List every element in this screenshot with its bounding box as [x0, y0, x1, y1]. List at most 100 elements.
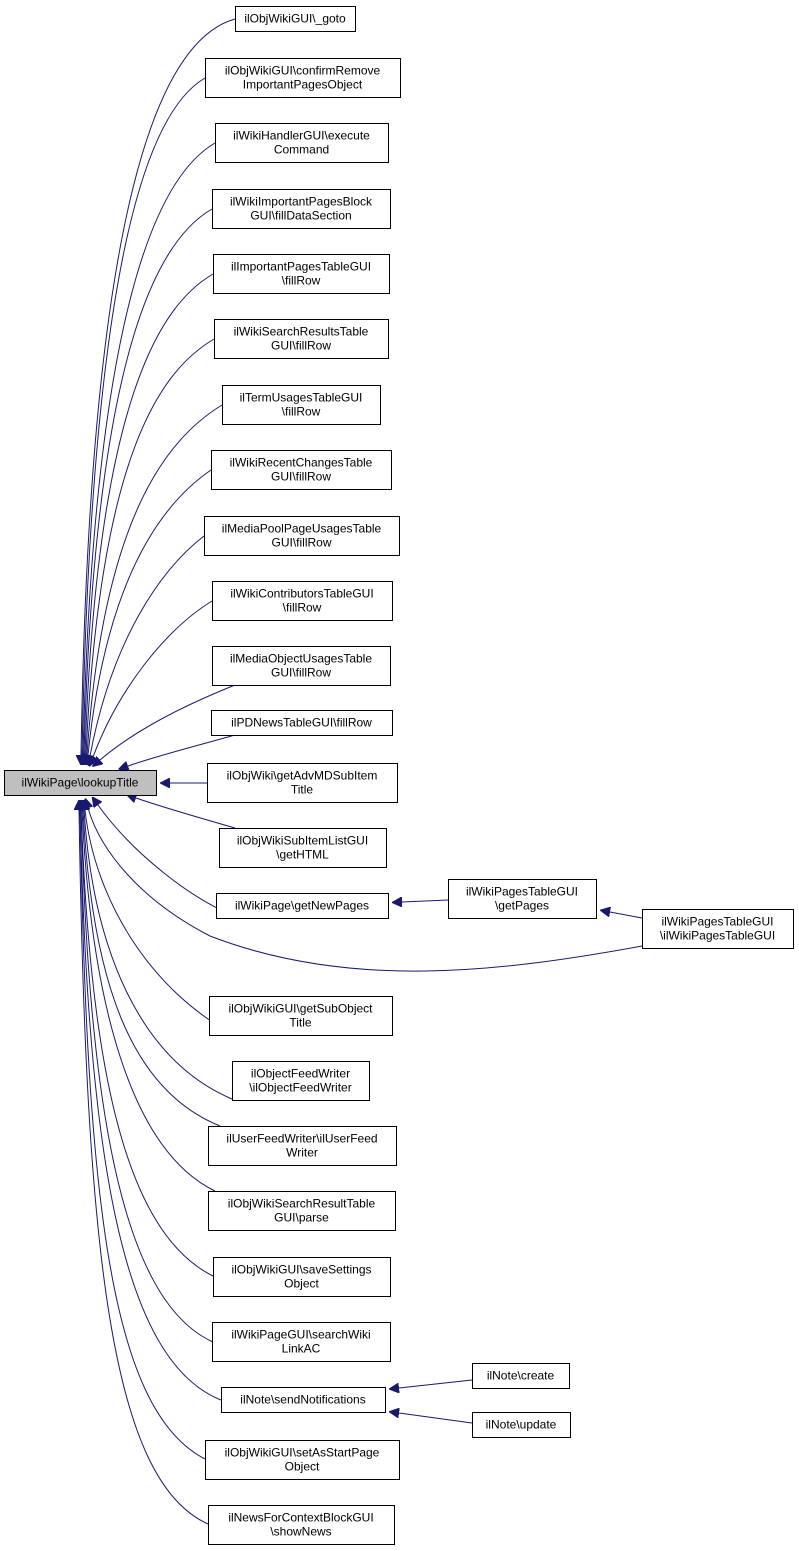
- node-box: [211, 710, 393, 736]
- edge-contributors-to-root: [93, 600, 213, 757]
- node-label: ilImportantPagesTableGUI: [231, 260, 371, 274]
- node-label: GUI\fillRow: [271, 470, 331, 484]
- node-sendNotifications[interactable]: ilNote\sendNotifications: [221, 1387, 386, 1413]
- node-label: ilNote\update: [486, 1418, 557, 1432]
- node-box: [204, 516, 400, 556]
- node-label: ilObjWikiGUI\saveSettings: [231, 1263, 371, 1277]
- node-label: \fillRow: [282, 274, 321, 288]
- node-box: [208, 1505, 395, 1545]
- node-label: ilObjWikiGUI\confirmRemove: [225, 64, 381, 78]
- node-box: [212, 581, 393, 621]
- node-label: ilObjectFeedWriter: [251, 1067, 350, 1081]
- root-node[interactable]: ilWikiPage\lookupTitle: [4, 770, 157, 796]
- node-box: [232, 1061, 370, 1101]
- node-label: Writer: [286, 1146, 318, 1160]
- node-box: [213, 254, 390, 294]
- edge-subItemList-to-root: [136, 798, 236, 829]
- node-label: Command: [274, 143, 329, 157]
- node-box: [216, 893, 389, 919]
- node-label: ilNewsForContextBlockGUI: [228, 1511, 373, 1525]
- edge-searchResultsTable-to-root: [86, 338, 215, 755]
- edge-getPages-to-getNewPages: [402, 900, 449, 902]
- edge-termUsages-to-root: [87, 404, 223, 755]
- node-noteCreate[interactable]: ilNote\create: [472, 1363, 570, 1389]
- node-label: ilMediaPoolPageUsagesTable: [222, 522, 382, 536]
- node-label: \getPages: [495, 899, 549, 913]
- root-node-label: ilWikiPage\lookupTitle: [22, 776, 139, 790]
- edge-importantTable-to-root: [85, 273, 214, 755]
- node-noteUpdate[interactable]: ilNote\update: [472, 1412, 571, 1438]
- node-label: ilWikiPagesTableGUI: [466, 885, 578, 899]
- edge-mediaObjectUsages-to-root: [100, 684, 236, 760]
- node-label: ilObjWikiGUI\setAsStartPage: [225, 1446, 380, 1460]
- nodes-layer: ilWikiPage\lookupTitle ilObjWikiGUI\_goto…: [4, 6, 794, 1545]
- edge-executeCommand-to-root: [83, 142, 216, 755]
- node-label: ilNote\create: [487, 1369, 555, 1383]
- node-label: ilWikiSearchResultsTable: [234, 325, 369, 339]
- node-box: [207, 763, 398, 803]
- node-objectFeedWriter[interactable]: ilObjectFeedWriter\ilObjectFeedWriter: [232, 1061, 370, 1101]
- node-label: GUI\fillDataSection: [250, 209, 351, 223]
- node-label: ilWikiPage\getNewPages: [235, 899, 369, 913]
- node-box: [221, 1387, 386, 1413]
- edge-showNews-to-root: [79, 810, 209, 1525]
- node-label: \getHTML: [276, 848, 329, 862]
- node-label: ilWikiPageGUI\searchWiki: [231, 1328, 370, 1342]
- node-label: ilObjWiki\getAdvMDSubItem: [227, 769, 378, 783]
- node-box: [212, 189, 391, 229]
- node-label: Object: [284, 1277, 319, 1291]
- edge-pdNews-to-root: [128, 734, 236, 766]
- node-getPages[interactable]: ilWikiPagesTableGUI\getPages: [448, 879, 597, 919]
- node-box: [208, 1191, 396, 1231]
- edge-pagesCtor-to-getPages: [610, 912, 643, 919]
- node-contributors[interactable]: ilWikiContributorsTableGUI\fillRow: [212, 581, 393, 621]
- node-userFeedWriter[interactable]: ilUserFeedWriter\ilUserFeedWriter: [208, 1126, 397, 1166]
- edge-objectFeedWriter-to-root: [84, 810, 233, 1100]
- node-getNewPages[interactable]: ilWikiPage\getNewPages: [216, 893, 389, 919]
- node-label: GUI\fillRow: [271, 666, 331, 680]
- node-label: Title: [291, 783, 314, 797]
- edge-searchWikiLink-to-root: [81, 810, 214, 1343]
- node-label: GUI\fillRow: [271, 536, 331, 550]
- node-termUsages[interactable]: ilTermUsagesTableGUI\fillRow: [222, 385, 381, 425]
- node-box: [214, 319, 389, 359]
- edge-mediaPoolUsages-to-root: [90, 535, 205, 756]
- edge-saveSettings-to-root: [81, 810, 214, 1277]
- edge-confirmRemove-to-root: [82, 77, 206, 755]
- node-box: [448, 879, 597, 919]
- node-pdNews[interactable]: ilPDNewsTableGUI\fillRow: [211, 710, 393, 736]
- node-box: [219, 828, 387, 868]
- node-label: ilWikiRecentChangesTable: [230, 456, 373, 470]
- edge-setAsStartPage-to-root: [80, 810, 206, 1460]
- node-subItemList[interactable]: ilObjWikiSubItemListGUI\getHTML: [219, 828, 387, 868]
- node-box: [642, 909, 794, 949]
- node-box: [215, 123, 389, 163]
- edge-pagesCtor-to-root: [88, 808, 643, 972]
- node-label: ilUserFeedWriter\ilUserFeed: [226, 1132, 377, 1146]
- node-label: ImportantPagesObject: [243, 78, 363, 92]
- node-label: ilObjWikiSearchResultTable: [228, 1197, 376, 1211]
- edge-noteCreate-to-sendNotifications: [399, 1379, 473, 1388]
- node-showNews[interactable]: ilNewsForContextBlockGUI\showNews: [208, 1505, 395, 1545]
- node-pagesCtor[interactable]: ilWikiPagesTableGUI\ilWikiPagesTableGUI: [642, 909, 794, 949]
- node-label: \showNews: [270, 1525, 331, 1539]
- node-goto[interactable]: ilObjWikiGUI\_goto: [235, 6, 356, 32]
- node-label: \ilWikiPagesTableGUI: [660, 929, 775, 943]
- edge-userFeedWriter-to-root: [83, 810, 221, 1127]
- node-box: [472, 1363, 570, 1389]
- node-confirmRemove[interactable]: ilObjWikiGUI\confirmRemoveImportantPages…: [205, 58, 401, 98]
- node-importantTable[interactable]: ilImportantPagesTableGUI\fillRow: [213, 254, 390, 294]
- node-importantBlock[interactable]: ilWikiImportantPagesBlockGUI\fillDataSec…: [212, 189, 391, 229]
- node-label: \ilObjectFeedWriter: [249, 1081, 351, 1095]
